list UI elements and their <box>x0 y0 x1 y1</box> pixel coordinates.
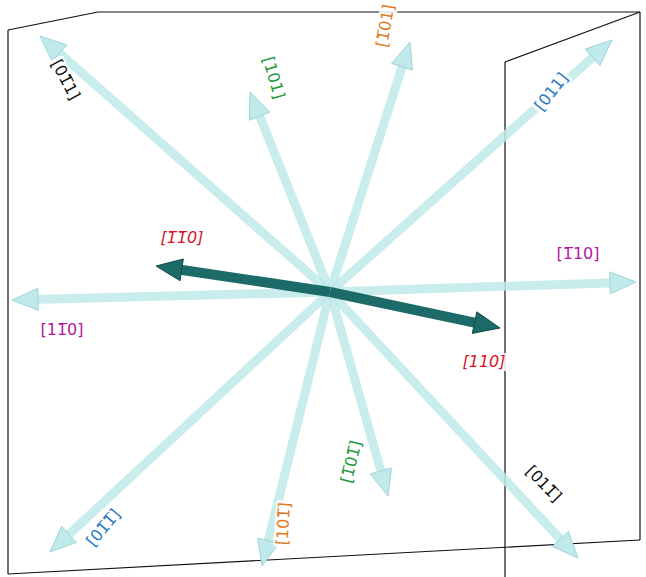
direction-arrow <box>50 292 330 552</box>
direction-label: [1̅1̅0] <box>158 229 205 247</box>
direction-arrow <box>40 36 330 292</box>
direction-arrow <box>330 292 578 558</box>
cube-edges <box>8 12 640 577</box>
direction-label: [1̅01̅] <box>338 437 366 487</box>
direction-label: [011] <box>531 68 574 116</box>
direction-arrow <box>330 272 636 294</box>
direction-arrow <box>330 40 612 292</box>
direction-arrow <box>156 259 330 292</box>
direction-label: [101] <box>259 53 289 103</box>
direction-label: [01̅1] <box>47 55 85 105</box>
direction-arrow <box>258 292 330 566</box>
direction-arrow <box>330 292 500 333</box>
direction-arrow <box>249 92 330 292</box>
direction-label: [1̅01] <box>373 1 398 50</box>
direction-label: [101̅] <box>274 500 295 548</box>
direction-arrow <box>12 288 330 310</box>
direction-label: [11̅0] <box>38 321 85 339</box>
direction-label: [110] <box>460 353 507 371</box>
direction-label: [1̅10] <box>554 245 601 263</box>
